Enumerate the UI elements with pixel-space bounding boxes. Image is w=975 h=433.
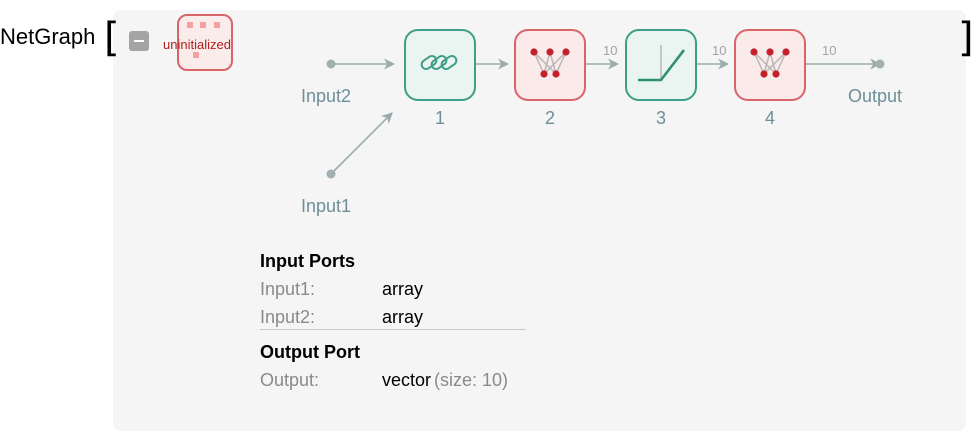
input-ports-title: Input Ports (260, 251, 355, 271)
status-square-icon (214, 22, 220, 28)
status-text: uninitialized (163, 37, 231, 52)
status-square-icon (200, 22, 206, 28)
netgraph-head-label: NetGraph (0, 24, 96, 49)
output-key: Output: (260, 370, 320, 390)
input1-label: Input1 (301, 196, 352, 216)
section-divider (260, 329, 526, 330)
linear-layer-icon (530, 48, 570, 78)
node-3-label: 3 (655, 108, 666, 128)
input2-value: array (382, 307, 424, 327)
node-4-label: 4 (764, 108, 775, 128)
input1-value: array (382, 279, 424, 299)
output-value: vector (382, 370, 432, 390)
output-value-row: vector(size: 10) (382, 370, 508, 391)
input2-port-dot (326, 59, 336, 69)
edge-size-label: 10 (603, 43, 618, 58)
node-1-catenate[interactable] (404, 29, 476, 101)
minus-icon (134, 40, 144, 42)
output-size: (size: 10) (434, 370, 509, 390)
node-2-label: 2 (544, 108, 555, 128)
input1-key: Input1: (260, 279, 316, 299)
chain-link-icon (420, 54, 458, 71)
linear-layer-icon (750, 48, 790, 78)
input2-key: Input2: (260, 307, 316, 327)
input1-port-dot (326, 169, 336, 179)
node-2-linear[interactable] (514, 29, 586, 101)
status-square-icon (187, 22, 193, 28)
close-bracket: ] (958, 15, 974, 61)
output-port-title: Output Port (260, 342, 360, 362)
node-3-ramp[interactable] (625, 29, 697, 101)
input2-label: Input2 (301, 86, 352, 106)
edge-size-label: 10 (822, 43, 837, 58)
status-square-icon (193, 52, 199, 58)
ramp-activation-icon (638, 45, 686, 82)
node-1-label: 1 (434, 108, 445, 128)
collapse-button[interactable] (129, 31, 149, 51)
open-bracket: [ (104, 15, 120, 61)
edge-size-label: 10 (712, 43, 727, 58)
output-port-dot (875, 59, 885, 69)
output-label: Output (848, 86, 903, 106)
node-4-linear[interactable] (734, 29, 806, 101)
uninitialized-status-icon (177, 14, 233, 71)
edge-input1-to-node1 (330, 112, 393, 175)
